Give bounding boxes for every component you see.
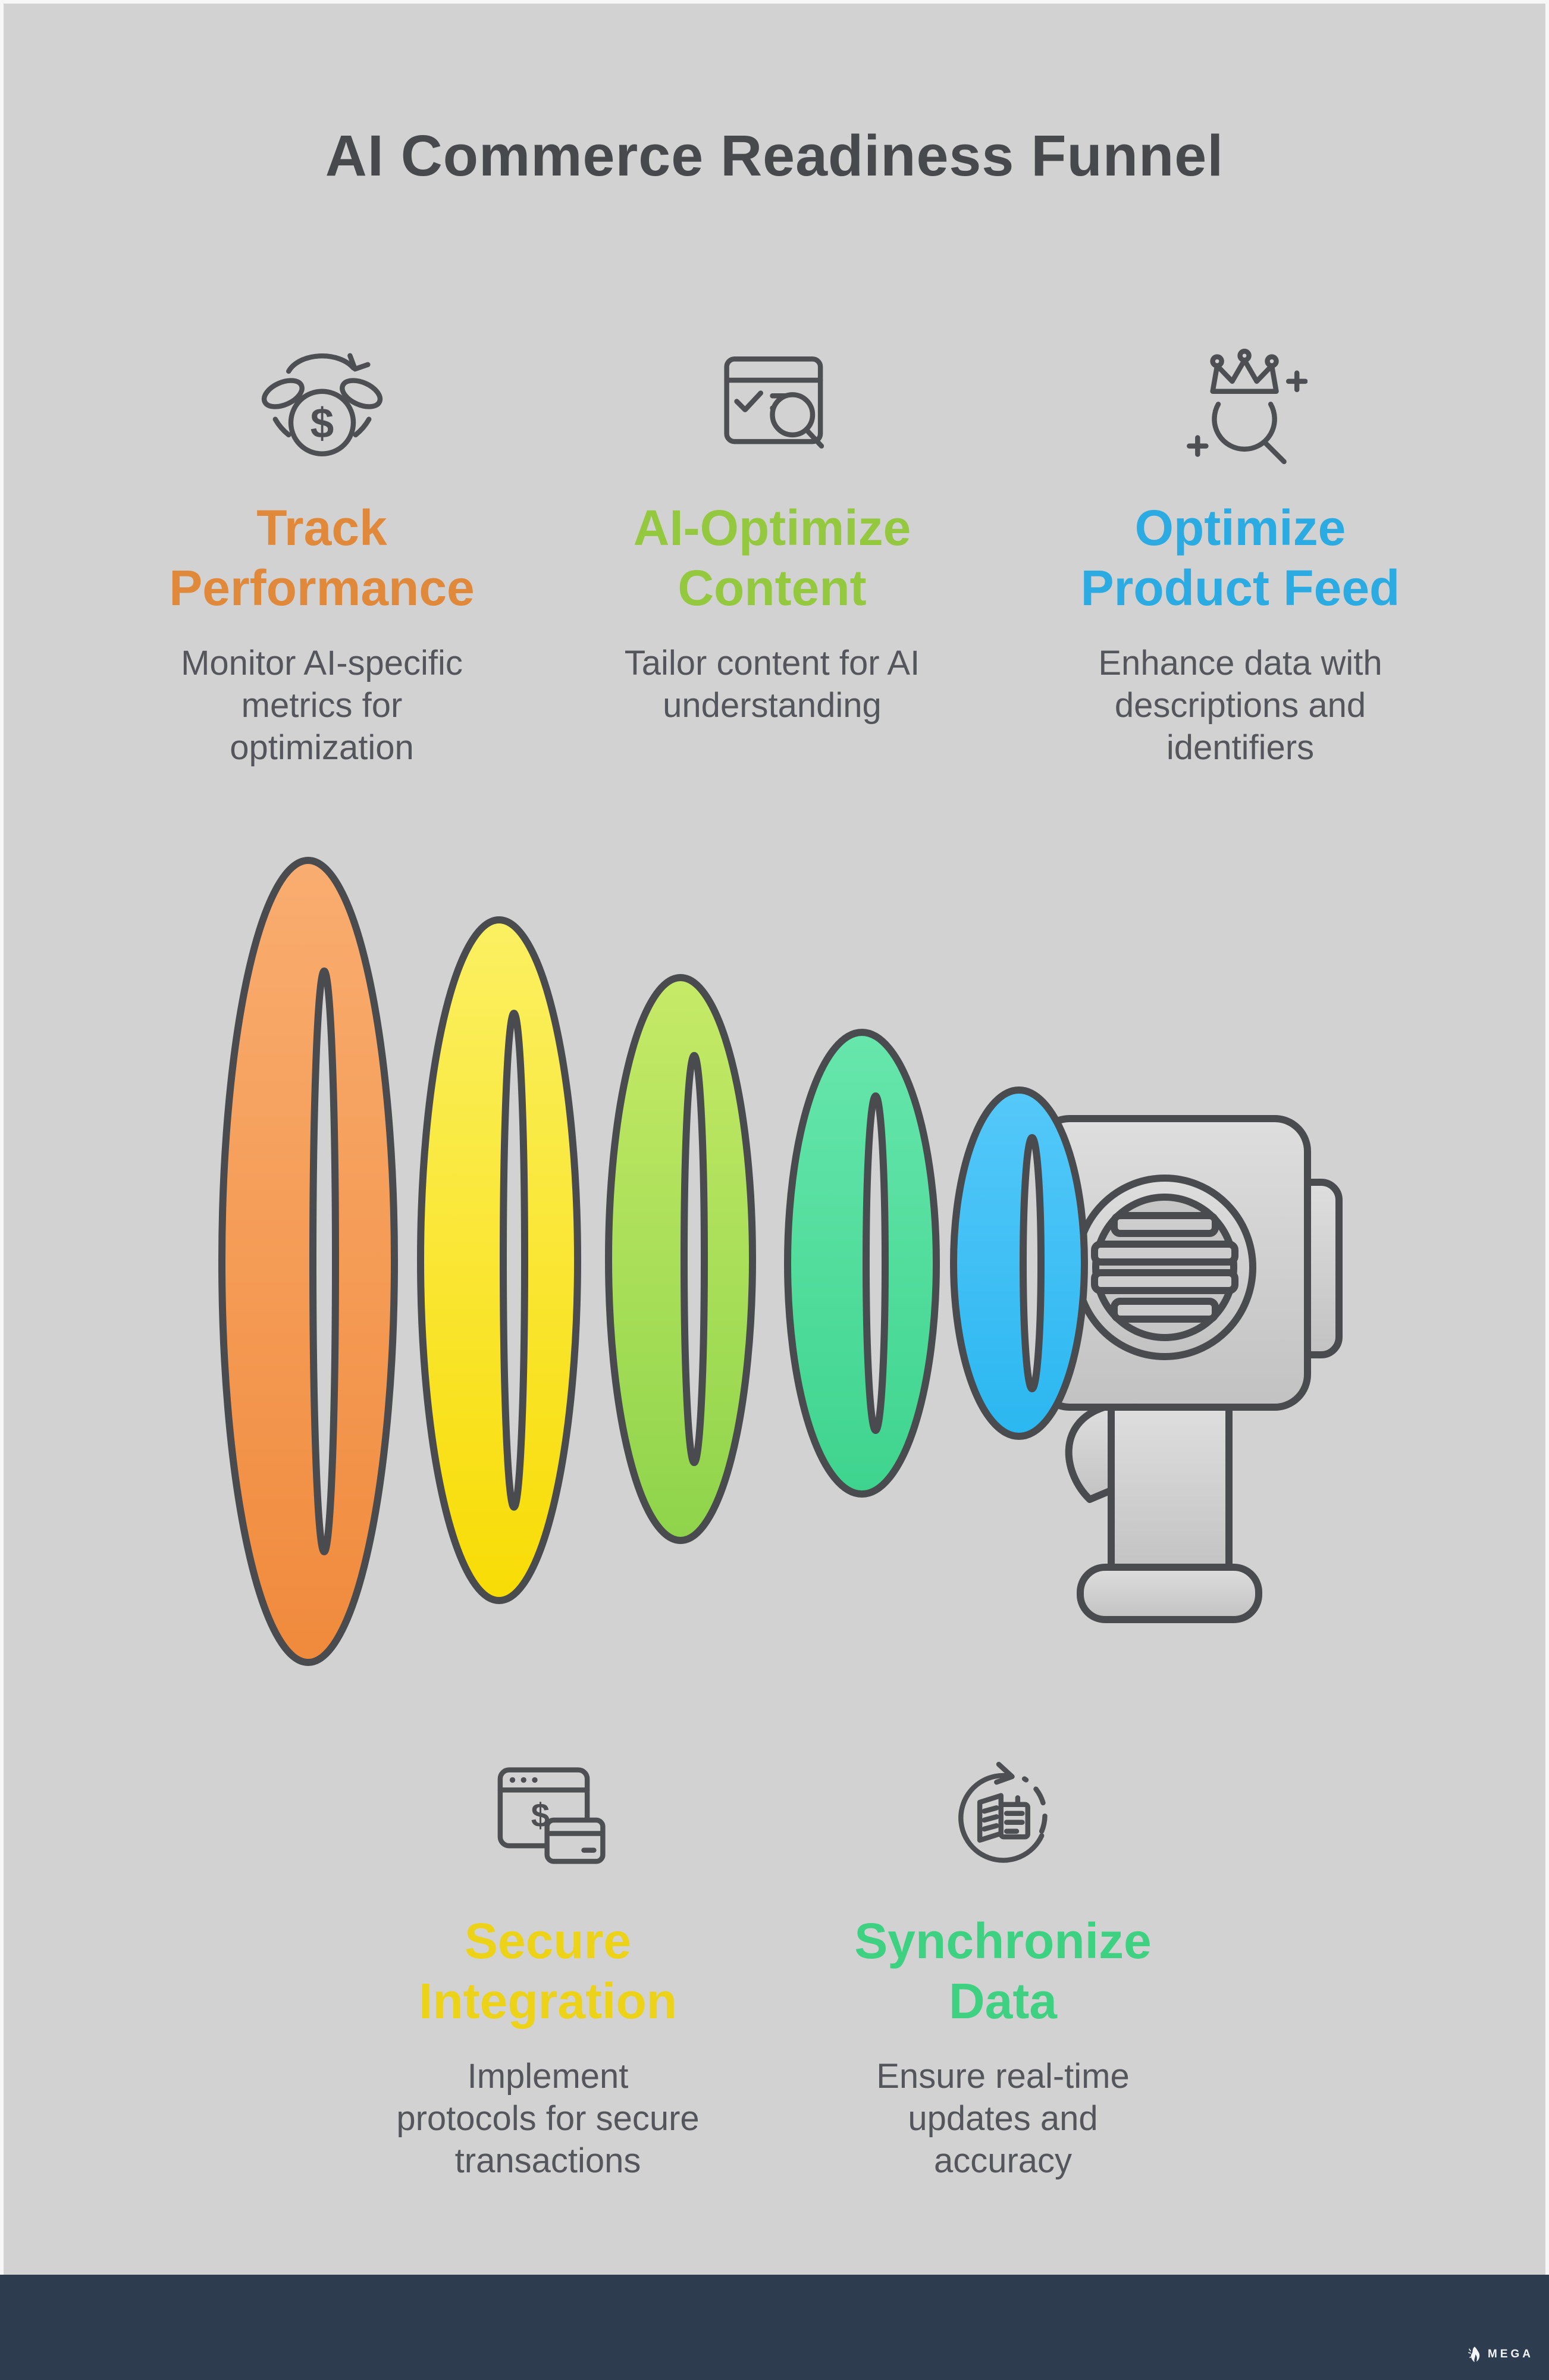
step-synchronize-data: Synchronize Data Ensure real-time update…: [777, 1741, 1229, 2182]
money-cycle-icon: $: [96, 328, 548, 477]
step-description: Ensure real-time updates and accuracy: [876, 2056, 1130, 2181]
step-description: Tailor content for AI understanding: [624, 643, 920, 725]
step-heading: Track Performance: [169, 500, 475, 616]
sync-doc-icon: [777, 1741, 1229, 1890]
browser-card-icon: $: [322, 1741, 774, 1890]
funnel-ring-green: [605, 974, 756, 1544]
megaphone-handle: [1108, 1404, 1233, 1580]
page-title: AI Commerce Readiness Funnel: [325, 123, 1224, 188]
step-description: Implement protocols for secure transacti…: [396, 2056, 700, 2181]
step-track-performance: $ Track Performance Monitor AI-specific …: [96, 328, 548, 769]
funnel-illustration: [93, 831, 1384, 1687]
svg-text:$: $: [310, 399, 334, 447]
megaphone: [1033, 1115, 1343, 1623]
megaphone-base: [1077, 1564, 1262, 1623]
brand-name: MEGA: [1488, 2348, 1534, 2360]
funnel-ring-orange: [218, 857, 398, 1666]
step-secure-integration: $ Secure Integration Implement protocols…: [322, 1741, 774, 2182]
infographic-background: AI Commerce Readiness Funnel $ Track Per…: [4, 4, 1545, 2275]
step-heading: Optimize Product Feed: [1080, 500, 1400, 616]
step-ai-optimize-content: AI-Optimize Content Tailor content for A…: [546, 328, 998, 726]
step-description: Enhance data with descriptions and ident…: [1098, 643, 1382, 768]
mega-logo-icon: [1468, 2347, 1480, 2362]
step-heading: Secure Integration: [419, 1913, 677, 2029]
funnel-ring-yellow: [417, 916, 581, 1604]
step-description: Monitor AI-specific metrics for optimiza…: [181, 643, 463, 768]
browser-search-icon: [546, 328, 998, 477]
step-heading: Synchronize Data: [854, 1913, 1152, 2029]
step-heading: AI-Optimize Content: [633, 500, 911, 616]
funnel-ring-blue: [950, 1086, 1088, 1440]
brand-lockup: MEGA: [1468, 2345, 1534, 2363]
crown-magnifier-icon: [1014, 328, 1466, 477]
step-optimize-product-feed: Optimize Product Feed Enhance data with …: [1014, 328, 1466, 769]
megaphone-trigger: [1065, 1404, 1116, 1503]
footer-bar: MEGA: [0, 2275, 1549, 2380]
funnel-ring-emerald: [784, 1029, 940, 1498]
